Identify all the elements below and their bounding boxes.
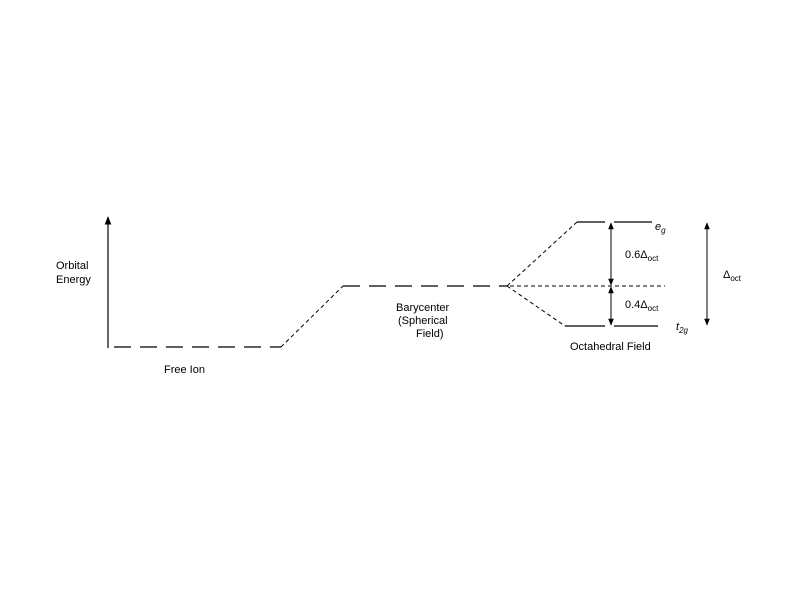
octahedral-field-label: Octahedral Field <box>570 341 651 353</box>
eg-label: eg <box>655 221 666 235</box>
barycenter-label-line1: Barycenter <box>396 302 450 314</box>
free-ion-label: Free Ion <box>164 364 205 376</box>
axis-label-line1: Orbital <box>56 260 88 272</box>
connector-to-t2g <box>506 285 566 327</box>
lower-split-label: 0.4Δoct <box>625 299 659 313</box>
barycenter-label-line3: Field) <box>416 328 444 340</box>
axis-label-line2: Energy <box>56 274 91 286</box>
connector-to-eg <box>506 221 578 287</box>
barycenter-label-line2: (Spherical <box>398 315 448 327</box>
upper-split-label: 0.6Δoct <box>625 249 659 263</box>
connector-free-to-barycenter <box>280 285 344 348</box>
t2g-label: t2g <box>676 321 689 335</box>
total-split-label: Δoct <box>723 269 742 283</box>
